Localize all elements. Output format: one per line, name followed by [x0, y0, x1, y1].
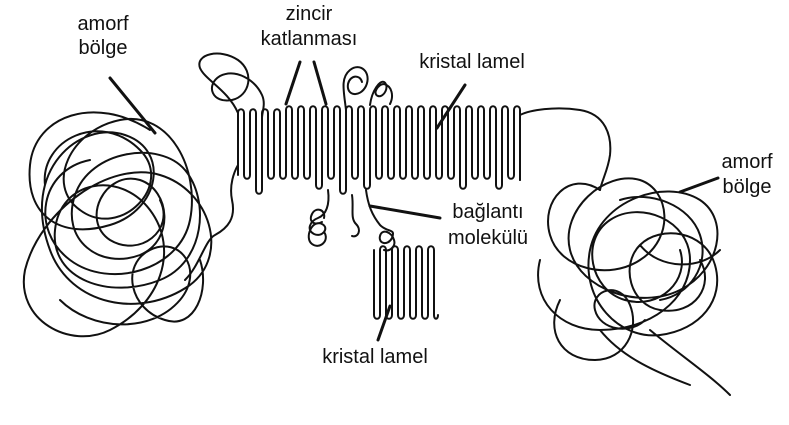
tie-molecule-strand — [366, 190, 394, 250]
chain-curl-bottom-center — [352, 195, 359, 236]
label-amorphous-right-line1: amorf — [721, 151, 773, 173]
chain-loop-top-left — [199, 54, 263, 118]
leader-chain-fold-b — [314, 62, 326, 104]
label-amorphous-left-line1: amorf — [77, 13, 129, 35]
label-amorphous-left-line2: bölge — [79, 37, 128, 59]
label-chain-fold-line1: zincir — [286, 3, 333, 25]
label-chain-fold-line2: katlanması — [261, 28, 358, 50]
crystal-lamella-top — [238, 106, 520, 194]
leader-tie-molecule — [370, 206, 440, 218]
chain-curl-bottom-left — [309, 190, 329, 246]
leader-chain-fold-a — [286, 62, 300, 104]
label-crystal-lamella-top: kristal lamel — [419, 51, 525, 73]
amorphous-region-right-tangle — [538, 178, 730, 395]
label-tie-molecule-line2: molekülü — [448, 227, 528, 249]
leader-amorphous-right — [680, 178, 718, 192]
leader-amorphous-left — [110, 78, 155, 133]
tie-chain-to-right-region — [520, 108, 610, 190]
chain-curl-top-middle — [344, 67, 368, 110]
label-amorphous-right-line2: bölge — [723, 176, 772, 198]
chain-curl-top-right — [370, 82, 392, 105]
label-crystal-lamella-bottom: kristal lamel — [322, 346, 428, 368]
label-tie-molecule-line1: bağlantı — [452, 201, 523, 223]
amorphous-region-left-tangle — [24, 112, 211, 336]
crystal-lamella-bottom — [374, 246, 438, 319]
